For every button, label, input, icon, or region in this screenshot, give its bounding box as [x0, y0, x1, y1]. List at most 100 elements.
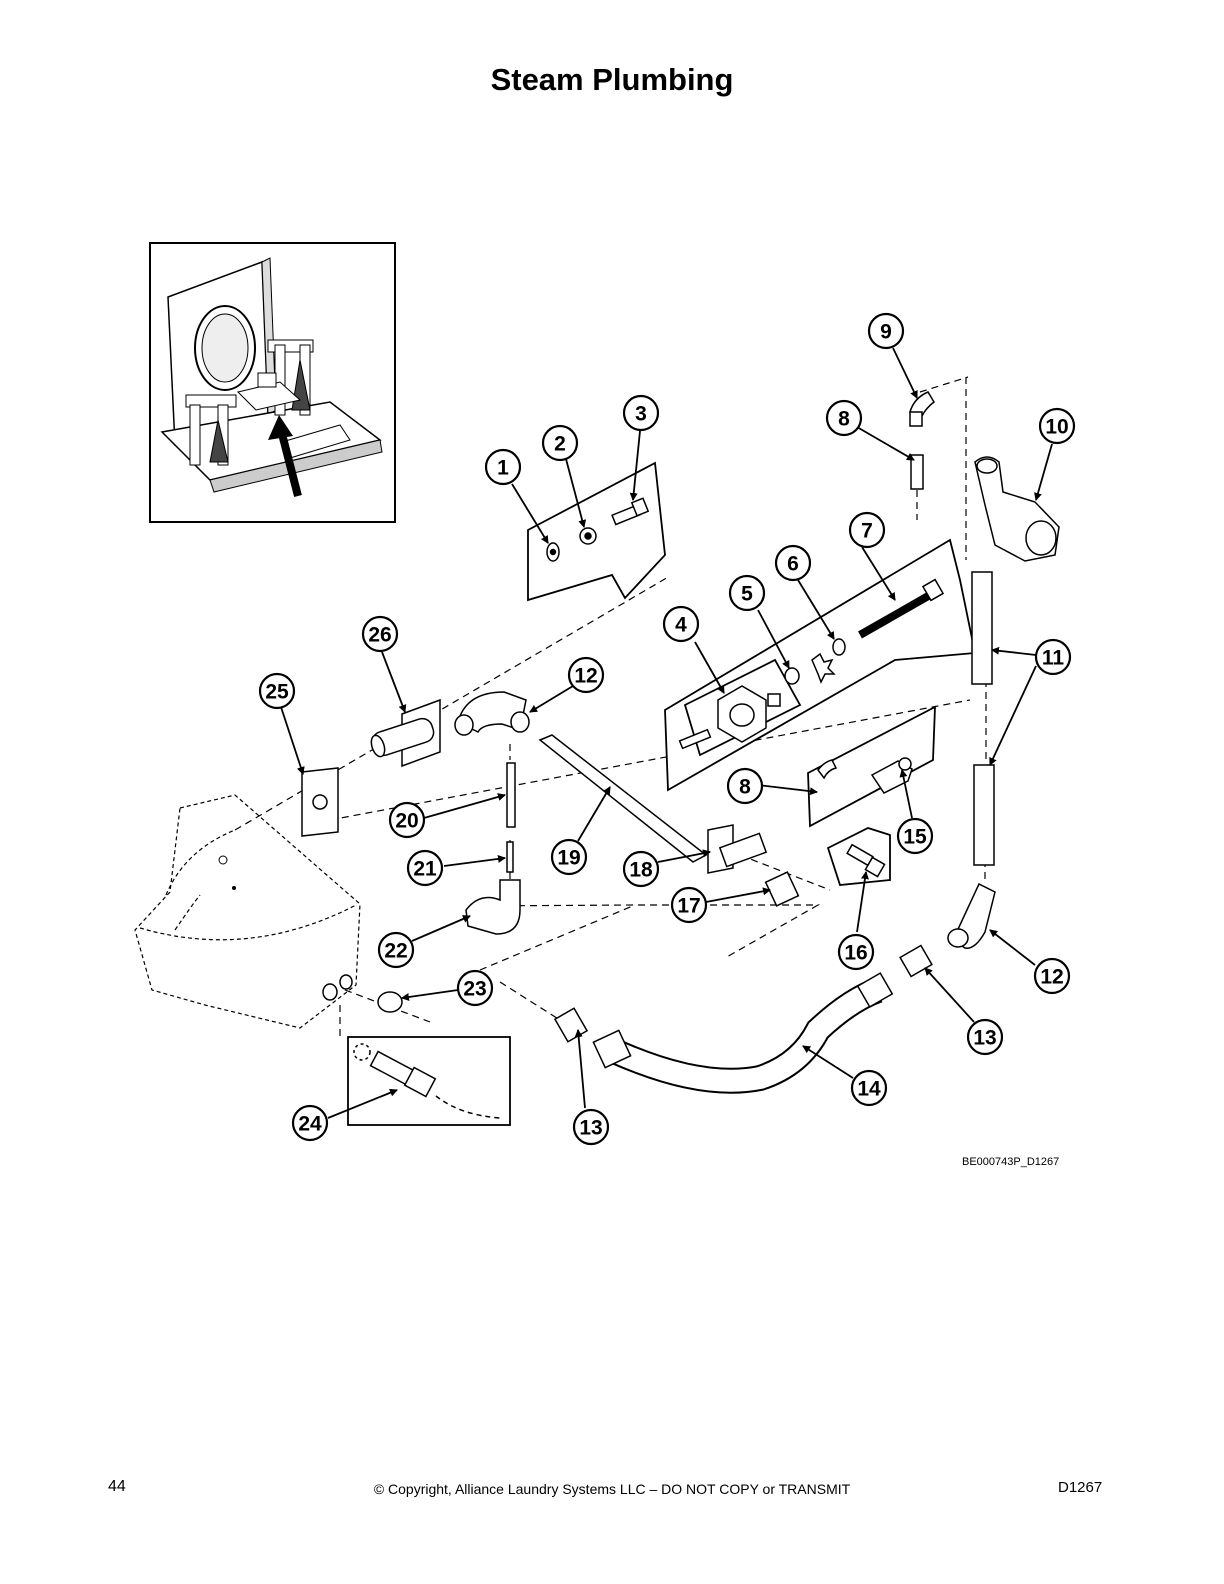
callout-circle — [825, 399, 863, 437]
callout-11: 11 — [1034, 638, 1072, 676]
callout-number: 20 — [395, 810, 418, 833]
callout-number: 15 — [903, 826, 927, 849]
callout-circle — [966, 1018, 1004, 1056]
callout-circle — [662, 605, 700, 643]
callout-circle — [837, 933, 875, 971]
page-title: Steam Plumbing — [490, 62, 734, 97]
callout-circle — [728, 574, 766, 612]
callout-number: 25 — [265, 681, 289, 704]
detail-boxes — [347, 461, 977, 1126]
callout-12: 12 — [1033, 957, 1071, 995]
callout-number: 24 — [298, 1113, 322, 1136]
callout-number: 9 — [880, 321, 892, 344]
callout-20: 20 — [388, 801, 426, 839]
callout-circle — [622, 850, 660, 888]
callout-number: 18 — [629, 859, 653, 882]
leader-lines — [280, 347, 1053, 1119]
callout-21: 21 — [406, 849, 444, 887]
locator-inset — [149, 242, 396, 523]
document-code: D1267 — [1058, 1479, 1103, 1496]
callout-22: 22 — [377, 931, 415, 969]
callout-circle — [406, 849, 444, 887]
callout-circle — [622, 394, 660, 432]
callout-25: 25 — [258, 672, 296, 710]
tank-port — [218, 855, 228, 865]
callout-circle — [377, 931, 415, 969]
callout-2: 2 — [541, 424, 579, 462]
callout-circle — [258, 672, 296, 710]
callout-circle — [541, 424, 579, 462]
callout-number: 8 — [838, 408, 850, 431]
callout-number: 19 — [557, 847, 580, 870]
callout-number: 11 — [1042, 647, 1065, 670]
callout-circle — [774, 544, 812, 582]
callout-circle — [456, 969, 494, 1007]
callout-circle — [1034, 638, 1072, 676]
callout-24: 24 — [291, 1104, 329, 1142]
callout-circle — [867, 312, 905, 350]
parts — [301, 391, 1060, 1119]
tank-hole — [232, 886, 236, 890]
callout-layer: 1234567889101112121313141516171819202122… — [258, 312, 1076, 1146]
callout-18: 18 — [622, 850, 660, 888]
callout-circle — [1038, 407, 1076, 445]
callout-number: 6 — [787, 553, 799, 576]
callout-number: 14 — [857, 1078, 881, 1101]
callout-circle — [361, 615, 399, 653]
callout-number: 26 — [368, 624, 391, 647]
callout-13: 13 — [572, 1108, 610, 1146]
callout-15: 15 — [896, 817, 934, 855]
callout-5: 5 — [728, 574, 766, 612]
copyright-notice: © Copyright, Alliance Laundry Systems LL… — [373, 1481, 851, 1497]
assembly-lines — [234, 376, 987, 1037]
page-number: 44 — [108, 1478, 126, 1495]
callout-circle — [848, 511, 886, 549]
callout-7: 7 — [848, 511, 886, 549]
callout-number: 17 — [677, 895, 700, 918]
callout-number: 23 — [463, 978, 486, 1001]
callout-4: 4 — [662, 605, 700, 643]
callout-10: 10 — [1038, 407, 1076, 445]
callout-13: 13 — [966, 1018, 1004, 1056]
callout-circle — [726, 767, 764, 805]
callout-circle — [572, 1108, 610, 1146]
callout-8: 8 — [825, 399, 863, 437]
callout-circle — [850, 1069, 888, 1107]
callout-26: 26 — [361, 615, 399, 653]
callout-number: 8 — [739, 776, 751, 799]
callout-1: 1 — [484, 448, 522, 486]
callout-number: 2 — [554, 433, 566, 456]
callout-number: 12 — [574, 665, 597, 688]
callout-circle — [567, 656, 605, 694]
callout-6: 6 — [774, 544, 812, 582]
callout-circle — [670, 886, 708, 924]
callout-14: 14 — [850, 1069, 888, 1107]
callout-3: 3 — [622, 394, 660, 432]
callout-8: 8 — [726, 767, 764, 805]
callout-number: 21 — [413, 858, 437, 881]
callout-number: 16 — [844, 942, 867, 965]
callout-17: 17 — [670, 886, 708, 924]
callout-circle — [1033, 957, 1071, 995]
callout-16: 16 — [837, 933, 875, 971]
callout-number: 12 — [1040, 966, 1063, 989]
callout-circle — [484, 448, 522, 486]
callout-number: 7 — [861, 520, 873, 543]
callout-9: 9 — [867, 312, 905, 350]
callout-number: 5 — [741, 583, 753, 606]
callout-number: 1 — [497, 457, 509, 480]
callout-23: 23 — [456, 969, 494, 1007]
callout-circle — [388, 801, 426, 839]
callout-12: 12 — [567, 656, 605, 694]
callout-number: 22 — [384, 940, 407, 963]
callout-circle — [291, 1104, 329, 1142]
callout-number: 13 — [973, 1027, 996, 1050]
tank-outline — [134, 794, 361, 1029]
callout-number: 3 — [635, 403, 647, 426]
callout-number: 10 — [1045, 416, 1068, 439]
callout-number: 13 — [579, 1117, 602, 1140]
callout-number: 4 — [675, 614, 687, 637]
callout-19: 19 — [550, 838, 588, 876]
callout-circle — [550, 838, 588, 876]
